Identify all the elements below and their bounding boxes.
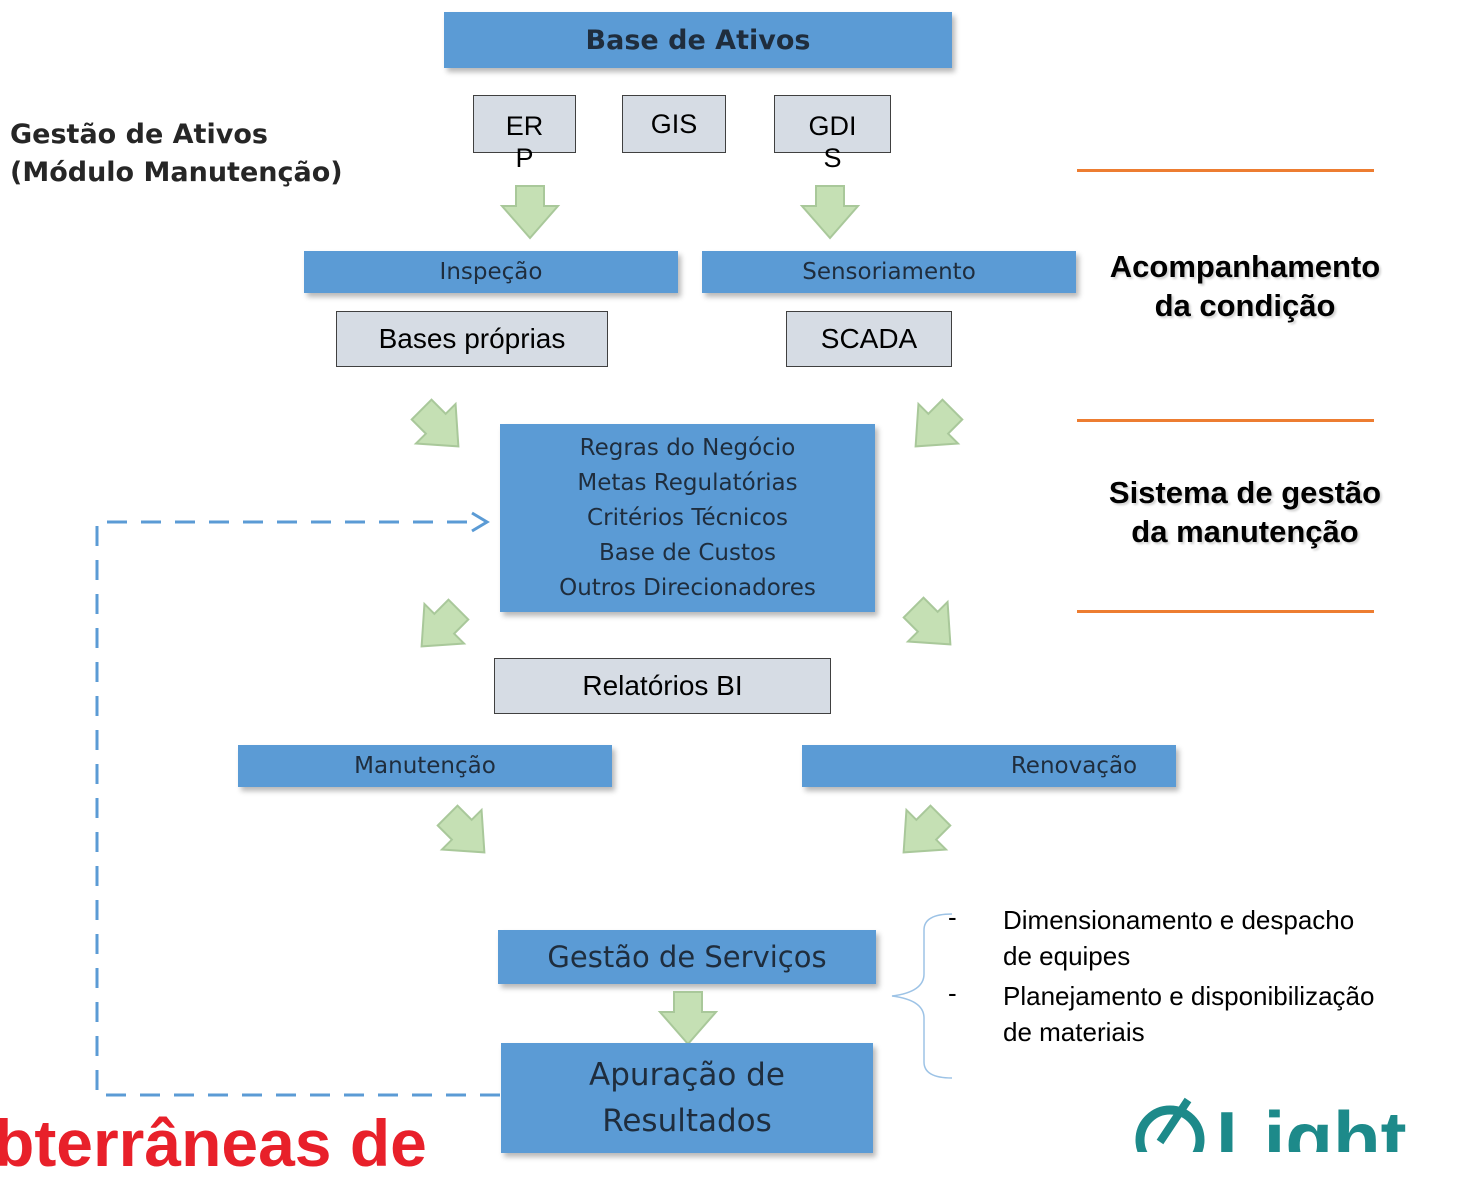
gestao-ativos-line: Gestão de Ativos (10, 119, 268, 150)
metas-regulatorias-label: Metas Regulatórias (577, 469, 798, 496)
note-bullet: - (948, 902, 957, 932)
light-logo-mark-icon (1135, 1097, 1205, 1152)
gestao-ativos-heading: Gestão de Ativos (Módulo Manutenção) (10, 116, 343, 192)
sensoriamento-label: Sensoriamento (802, 259, 976, 285)
arrow-down-icon (799, 185, 861, 240)
renovacao-box: Renovação (802, 745, 1176, 787)
gdis-box: GDI S (774, 95, 891, 173)
light-logo-text: Light (1216, 1095, 1407, 1152)
phase-divider-line (1077, 169, 1374, 172)
phase-divider-line (1077, 610, 1374, 613)
footer-partial-text: bterrâneas de (0, 1106, 427, 1180)
scada-box: SCADA (786, 311, 952, 367)
arrow-diagonal-down-right-icon (436, 804, 486, 854)
gis-label: GIS (650, 108, 698, 139)
light-logo: Light (1130, 1092, 1475, 1152)
gis-box: GIS (622, 95, 726, 153)
acompanhamento-condicao-title: Acompanhamento da condição (1109, 249, 1381, 323)
arrow-down-icon (499, 185, 561, 240)
outros-direcionadores-label: Outros Direcionadores (559, 574, 816, 601)
apuracao-resultados-box: Apuração de Resultados (501, 1043, 873, 1153)
manutencao-label: Manutenção (354, 753, 496, 779)
regras-negocio-box: Regras do Negócio Metas Regulatórias Cri… (500, 424, 875, 612)
arrow-diagonal-down-right-icon (902, 596, 952, 646)
arrow-diagonal-down-left-icon (420, 598, 470, 648)
criterios-tecnicos-label: Critérios Técnicos (587, 504, 788, 531)
regras-negocio-label: Regras do Negócio (579, 434, 796, 461)
sistema-gestao-manutencao-title: Sistema de gestão da manutenção (1108, 475, 1382, 549)
base-de-ativos-box: Base de Ativos (444, 12, 952, 68)
gestao-servicos-box: Gestão de Serviços (498, 930, 876, 984)
inspecao-box: Inspeção (304, 251, 678, 293)
inspecao-label: Inspeção (439, 259, 543, 285)
relatorios-bi-box: Relatórios BI (494, 658, 831, 714)
note-dimensionamento: Dimensionamento e despacho de equipes (1003, 905, 1355, 971)
brace-icon (891, 913, 953, 1079)
note-bullet: - (948, 978, 957, 1008)
arrow-diagonal-down-left-icon (902, 804, 952, 854)
erp-box: ER P (473, 95, 576, 173)
gestao-servicos-label: Gestão de Serviços (547, 940, 827, 974)
bases-proprias-box: Bases próprias (336, 311, 608, 367)
scada-label: SCADA (820, 323, 918, 354)
base-custos-label: Base de Custos (598, 539, 777, 566)
bases-proprias-label: Bases próprias (378, 323, 566, 354)
relatorios-bi-label: Relatórios BI (582, 670, 743, 701)
feedback-loop-dashed-line (95, 511, 500, 1097)
apuracao-resultados-label: Apuração de Resultados (589, 1057, 785, 1139)
sensoriamento-box: Sensoriamento (702, 251, 1076, 293)
arrow-diagonal-down-left-icon (914, 398, 964, 448)
arrow-diagonal-down-right-icon (410, 398, 460, 448)
gdis-label: GDI S (808, 111, 857, 174)
arrow-down-icon (657, 991, 719, 1046)
erp-label: ER P (505, 111, 544, 174)
manutencao-box: Manutenção (238, 745, 612, 787)
base-de-ativos-label: Base de Ativos (585, 24, 811, 56)
phase-divider-line (1077, 419, 1374, 422)
renovacao-label: Renovação (1010, 753, 1138, 779)
note-planejamento: Planejamento e disponibilização de mater… (1003, 981, 1375, 1047)
modulo-manutencao-line: (Módulo Manutenção) (10, 156, 343, 188)
